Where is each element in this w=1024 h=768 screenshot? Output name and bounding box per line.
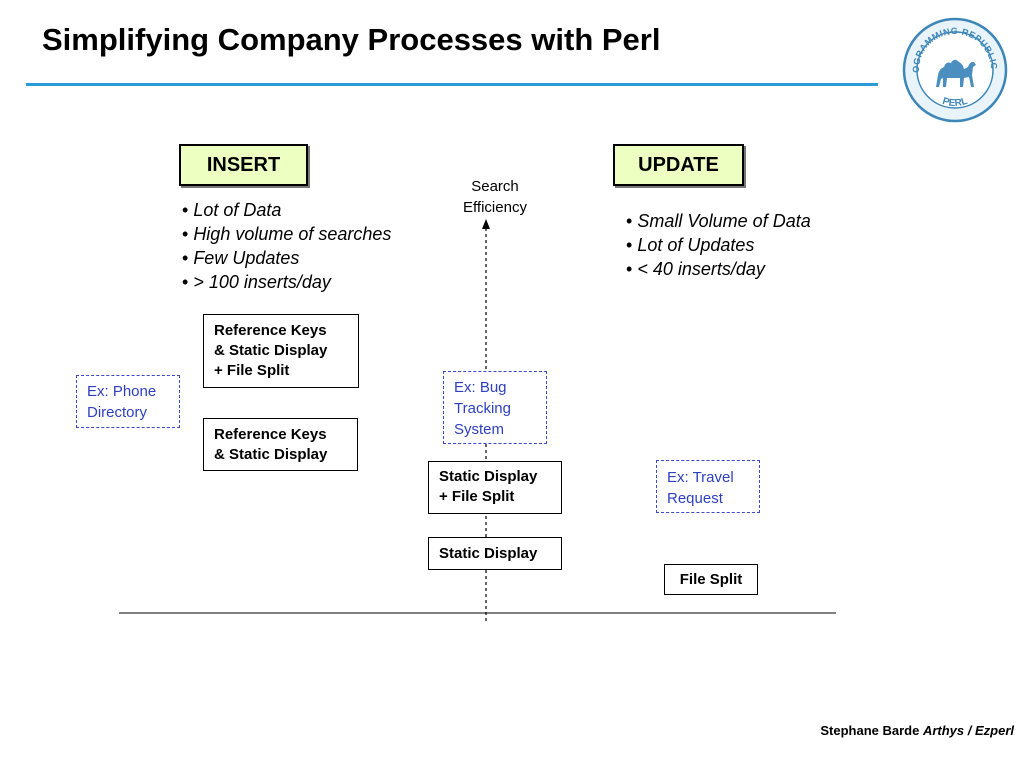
title-divider — [26, 83, 878, 86]
method-line: Static Display — [439, 468, 538, 485]
method-line: + File Split — [439, 488, 515, 505]
perl-camel-seal-icon: PROGRAMMING REPUBLIC OF PERL — [898, 9, 1008, 123]
axis-arrowhead-icon — [482, 219, 490, 229]
example-line: System — [454, 421, 505, 438]
method-line: File Split — [679, 571, 743, 588]
insert-bullet: > 100 inserts/day — [182, 270, 391, 294]
example-bug-tracking: Ex: Bug Tracking System — [443, 371, 547, 444]
footer-author: Stephane Barde — [820, 723, 920, 738]
axis-label-line: Efficiency — [463, 199, 527, 216]
example-travel-request: Ex: Travel Request — [656, 460, 760, 513]
method-line: + File Split — [214, 362, 290, 379]
example-line: Ex: Phone — [87, 383, 157, 400]
example-line: Request — [667, 490, 723, 507]
update-bullet: Lot of Updates — [626, 233, 811, 257]
insert-bullet: High volume of searches — [182, 222, 391, 246]
slide-title: Simplifying Company Processes with Perl — [42, 22, 661, 57]
method-line: & Static Display — [214, 342, 328, 359]
example-phone-directory: Ex: Phone Directory — [76, 375, 180, 428]
method-box-static-split: Static Display + File Split — [428, 461, 562, 514]
method-box-file-split: File Split — [664, 564, 758, 595]
method-line: Reference Keys — [214, 322, 327, 339]
insert-bullet-list: Lot of Data High volume of searches Few … — [182, 198, 391, 294]
method-line: Reference Keys — [214, 426, 327, 443]
example-line: Directory — [87, 404, 148, 421]
footer-company: Arthys / Ezperl — [922, 723, 1014, 738]
footer-credit: Stephane Barde Arthys / Ezperl — [820, 723, 1014, 738]
update-bullet: Small Volume of Data — [626, 209, 810, 233]
update-bullet: < 40 inserts/day — [626, 257, 811, 281]
example-line: Ex: Travel — [667, 469, 734, 486]
method-line: & Static Display — [214, 446, 328, 463]
example-line: Tracking — [454, 400, 511, 417]
update-heading: UPDATE — [613, 144, 744, 186]
logo-bottom-text: PERL — [941, 96, 969, 109]
axis-label: Search Efficiency — [447, 176, 543, 218]
method-box-static: Static Display — [428, 537, 562, 570]
axis-label-line: Search — [471, 178, 519, 195]
svg-text:PERL: PERL — [941, 96, 969, 109]
example-line: Ex: Bug — [454, 379, 507, 396]
method-line: Static Display — [439, 545, 538, 562]
insert-bullet: Lot of Data — [182, 198, 391, 222]
update-bullet-list: Small Volume of Data Lot of Updates < 40… — [626, 209, 811, 281]
insert-heading: INSERT — [179, 144, 308, 186]
method-box-ref-static: Reference Keys & Static Display — [203, 418, 358, 471]
method-box-ref-static-split: Reference Keys & Static Display + File S… — [203, 314, 359, 388]
insert-bullet: Few Updates — [182, 246, 391, 270]
camel-icon — [936, 59, 976, 87]
